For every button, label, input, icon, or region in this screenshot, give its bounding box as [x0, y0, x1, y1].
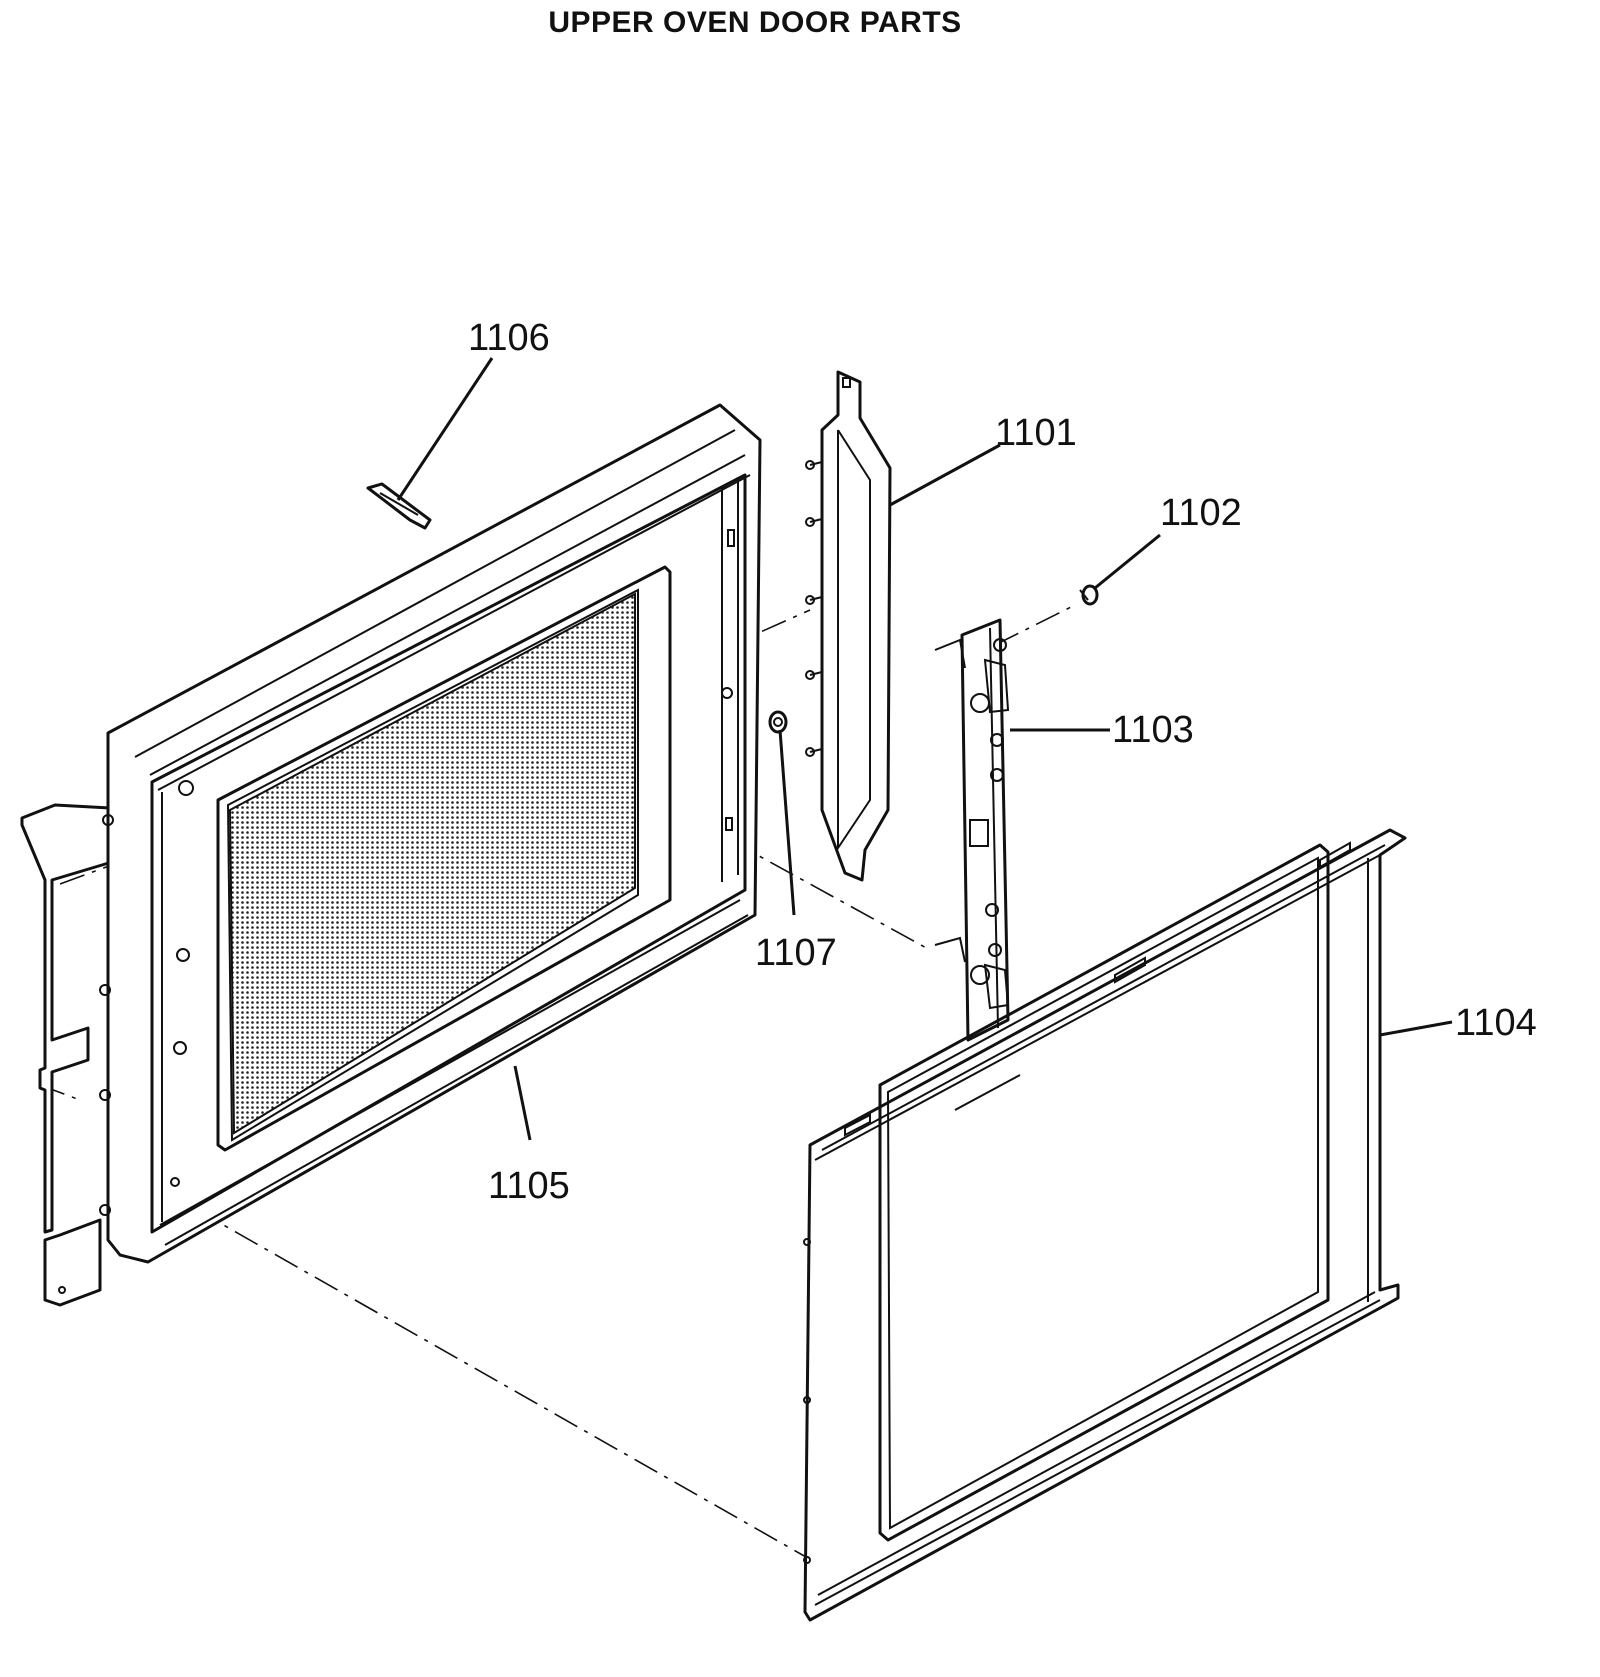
door-frame-1105: [20, 403, 762, 1307]
callout-1101: 1101: [995, 412, 1077, 454]
callout-1102: 1102: [1160, 492, 1242, 534]
hinge-bracket-1103: [934, 618, 1110, 1042]
callout-1106: 1106: [468, 317, 550, 359]
screw-1107: [768, 710, 796, 916]
bracket-screws: [58, 814, 114, 1294]
callout-1105: 1105: [488, 1165, 570, 1207]
side-strip-1101: [805, 370, 1001, 882]
callout-1104: 1104: [1455, 1002, 1537, 1044]
inner-panel-1104: [803, 828, 1453, 1622]
callout-1107: 1107: [755, 932, 837, 974]
leader-1105: [513, 1065, 532, 1141]
callout-1103: 1103: [1112, 709, 1194, 751]
clip-1106: [366, 357, 494, 530]
screw-1102: [1079, 533, 1161, 606]
page-title: UPPER OVEN DOOR PARTS: [548, 6, 962, 39]
